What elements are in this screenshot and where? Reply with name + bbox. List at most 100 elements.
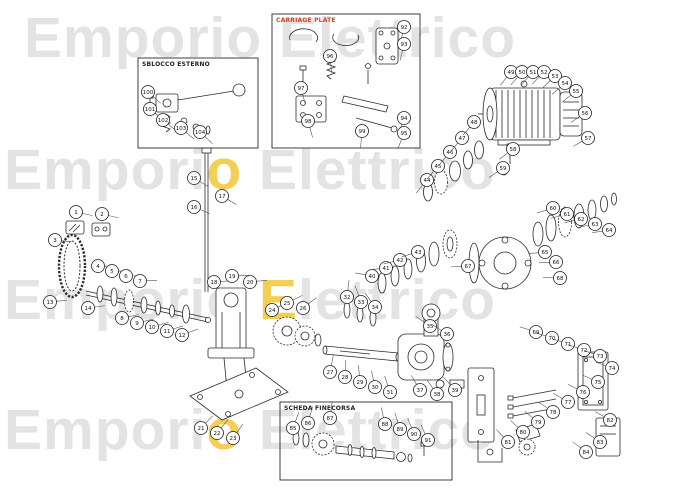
part-callout: 20 bbox=[243, 275, 267, 289]
part-callout-circle bbox=[225, 269, 239, 283]
part-callout: 6 bbox=[119, 269, 144, 283]
part-callout-number: 24 bbox=[269, 308, 276, 314]
part-callout: 34 bbox=[364, 292, 382, 314]
part-callout: 5 bbox=[105, 264, 130, 278]
part-callout: 17 bbox=[215, 189, 237, 205]
part-callout-number: 30 bbox=[372, 385, 379, 391]
part-callout: 91 bbox=[420, 424, 435, 447]
part-callout-number: 54 bbox=[562, 81, 569, 87]
part-callout-number: 90 bbox=[411, 432, 418, 438]
part-callout-number: 96 bbox=[327, 54, 334, 60]
part-callout-circle bbox=[207, 275, 221, 289]
part-callout-number: 2 bbox=[100, 212, 104, 218]
part-callout: 74 bbox=[595, 361, 619, 375]
part-callout-number: 61 bbox=[564, 212, 571, 218]
part-callout-circle bbox=[420, 173, 434, 187]
part-callout-number: 29 bbox=[357, 380, 364, 386]
part-callout-circle bbox=[133, 274, 147, 288]
part-callout: 60 bbox=[536, 201, 560, 215]
part-callout-number: 76 bbox=[580, 390, 587, 396]
part-callout-number: 26 bbox=[300, 306, 307, 312]
part-callout-number: 65 bbox=[542, 250, 549, 256]
part-callout: 58 bbox=[499, 142, 520, 160]
part-callout: 53 bbox=[542, 69, 562, 88]
part-callout-circle bbox=[397, 37, 411, 51]
part-callout-circle bbox=[368, 300, 382, 314]
part-callout: 75 bbox=[582, 374, 605, 389]
part-callout-number: 52 bbox=[541, 70, 548, 76]
part-callout-circle bbox=[558, 76, 572, 90]
part-callout-circle bbox=[143, 102, 157, 116]
part-callout-number: 92 bbox=[401, 25, 408, 31]
part-callout-circle bbox=[294, 81, 308, 95]
chain-drive bbox=[57, 233, 87, 299]
part-callout-number: 104 bbox=[195, 130, 206, 136]
part-callout-number: 25 bbox=[284, 301, 291, 307]
part-callout-circle bbox=[105, 264, 119, 278]
inset-box-release-lever bbox=[137, 57, 259, 149]
part-callout-circle bbox=[548, 69, 562, 83]
part-callout-circle bbox=[91, 259, 105, 273]
part-callout-number: 35 bbox=[427, 324, 434, 330]
part-callout-circle bbox=[440, 327, 454, 341]
part-callout: 88 bbox=[378, 407, 392, 431]
part-callout: 68 bbox=[542, 271, 567, 285]
part-callout-circle bbox=[210, 426, 224, 440]
part-callout: 29 bbox=[353, 365, 367, 389]
part-callout: 59 bbox=[488, 161, 510, 178]
part-callout: 4 bbox=[91, 259, 116, 273]
part-callout: 22 bbox=[210, 419, 229, 440]
part-callout-circle bbox=[378, 417, 392, 431]
part-callout: 93 bbox=[397, 37, 411, 61]
part-callout-circle bbox=[145, 320, 159, 334]
clutch-cone-parts bbox=[423, 140, 514, 202]
part-callout: 16 bbox=[187, 200, 210, 214]
part-callout-circle bbox=[506, 142, 520, 156]
part-callout-number: 59 bbox=[500, 166, 507, 172]
part-callout: 102 bbox=[156, 113, 177, 131]
part-callout-number: 28 bbox=[342, 375, 349, 381]
part-callout-number: 78 bbox=[550, 410, 557, 416]
part-callout: 8 bbox=[115, 311, 139, 325]
part-callout-circle bbox=[577, 343, 591, 357]
part-callout-circle bbox=[175, 328, 189, 342]
part-callout-circle bbox=[43, 295, 57, 309]
part-callout-number: 99 bbox=[359, 129, 366, 135]
part-callout-number: 12 bbox=[179, 333, 186, 339]
part-callout: 61 bbox=[550, 207, 574, 221]
part-callout-number: 41 bbox=[383, 266, 390, 272]
part-callout: 104 bbox=[193, 125, 213, 144]
gear-cluster bbox=[272, 316, 322, 347]
part-callout-number: 87 bbox=[327, 416, 334, 422]
inset-label-limit-switch: SCHEDA FINECORSA bbox=[284, 405, 356, 412]
part-callout-circle bbox=[115, 311, 129, 325]
part-callout-number: 27 bbox=[327, 370, 334, 376]
part-callout: 30 bbox=[368, 370, 382, 394]
part-callout-number: 37 bbox=[417, 388, 424, 394]
inset-box-carriage-plate bbox=[271, 13, 421, 149]
part-callout-circle bbox=[455, 131, 469, 145]
part-callout-circle bbox=[355, 124, 369, 138]
part-callout: 103 bbox=[174, 121, 195, 140]
part-callout: 87 bbox=[323, 401, 337, 425]
gearbox-housing bbox=[397, 303, 465, 389]
part-callout-number: 100 bbox=[143, 90, 154, 96]
part-callout: 38 bbox=[426, 379, 444, 401]
part-callout-circle bbox=[576, 385, 590, 399]
part-callout-circle bbox=[215, 189, 229, 203]
part-callout-number: 5 bbox=[110, 269, 114, 275]
part-callout: 67 bbox=[451, 259, 475, 273]
output-shaft-assembly bbox=[85, 285, 211, 324]
part-callout-number: 103 bbox=[176, 126, 187, 132]
part-callout: 99 bbox=[355, 124, 369, 148]
bevel-gear-set bbox=[377, 229, 458, 294]
part-callout: 14 bbox=[81, 301, 105, 315]
part-callout-circle bbox=[560, 207, 574, 221]
part-callout: 69 bbox=[519, 325, 543, 339]
watermark-text: Empori bbox=[4, 398, 207, 462]
part-callout: 44 bbox=[415, 173, 434, 194]
part-callout: 78 bbox=[538, 402, 560, 419]
part-callout-circle bbox=[553, 271, 567, 285]
part-callout-number: 13 bbox=[47, 300, 54, 306]
